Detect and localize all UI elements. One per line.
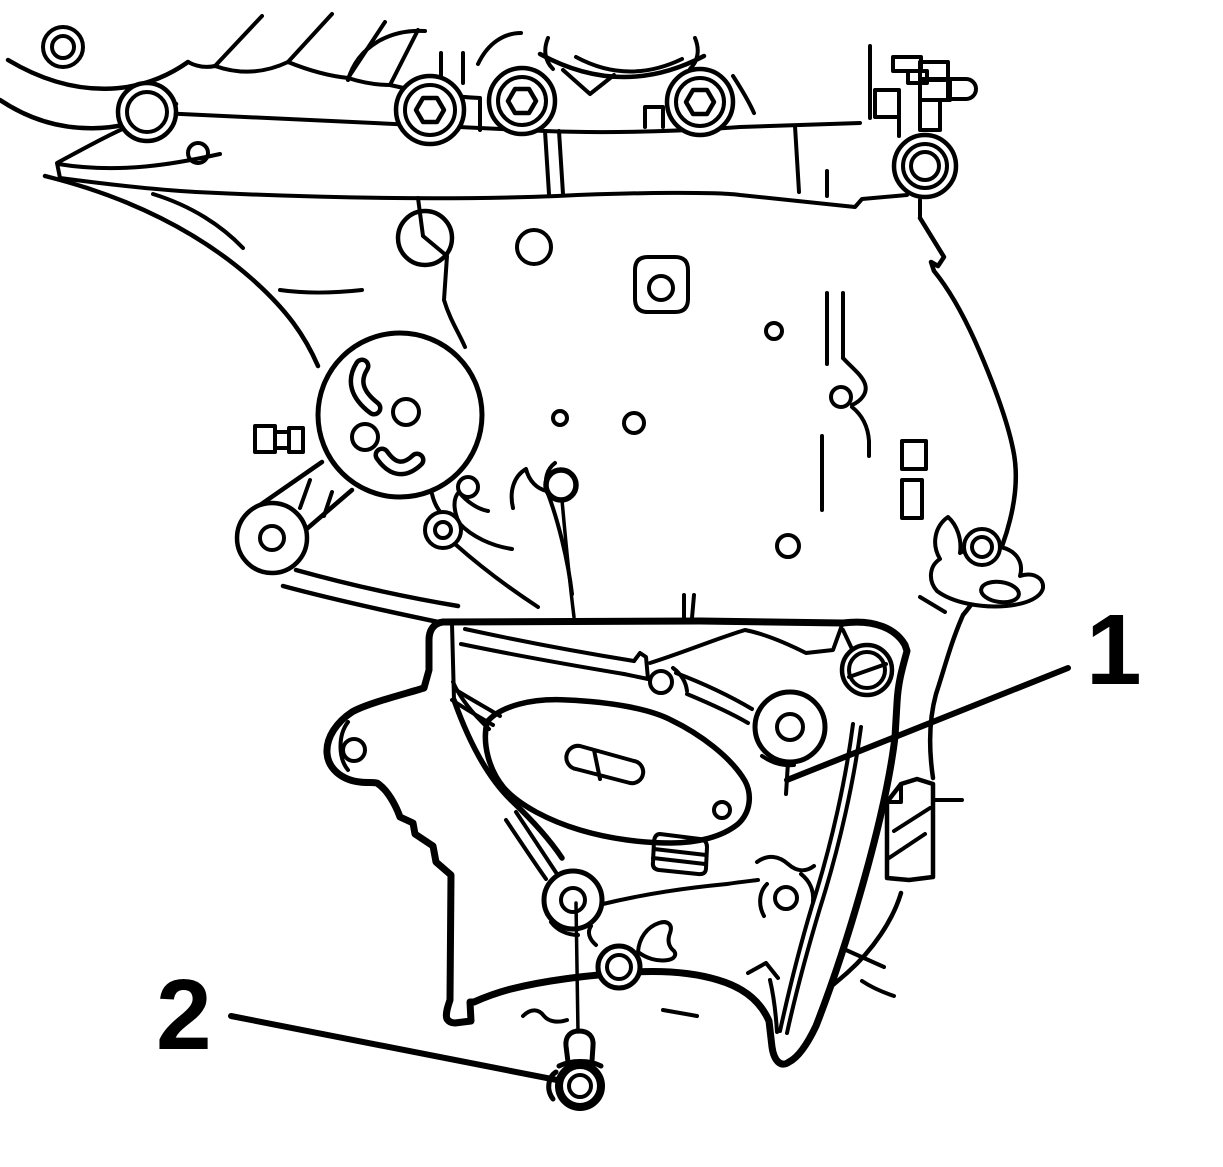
front-cover-bolt (546, 901, 605, 1111)
callout-2: 2 (156, 959, 560, 1083)
callout-2-label: 2 (156, 959, 212, 1071)
bracket-roller (234, 500, 310, 576)
block-hole (515, 228, 553, 266)
socket-bolt-icon (393, 73, 467, 147)
ribbed-pad (650, 832, 709, 877)
flywheel-housing (0, 12, 482, 369)
cover-ear-hole (773, 885, 799, 911)
callout-1: 1 (784, 594, 1142, 783)
block-hole (395, 208, 455, 268)
cover-hole (648, 669, 674, 695)
socket-bolt-icon (486, 65, 558, 137)
callout-1-leader (784, 665, 1071, 783)
side-bolt-icon (253, 424, 277, 454)
engine-right-outline (796, 215, 1045, 1014)
socket-bolt-icon (664, 66, 736, 138)
callout-2-leader (228, 1013, 560, 1083)
cover-screw-icon (839, 642, 895, 698)
bolt-head-icon (555, 1061, 605, 1111)
head-bolts (346, 28, 756, 147)
engine-front-cover (323, 617, 911, 1068)
beam-hole (186, 141, 210, 165)
block-boss (633, 255, 690, 314)
tensioner-roller (962, 527, 1002, 567)
tensioner-bracket (900, 439, 1045, 614)
small-roller (423, 510, 463, 550)
top-right-bracket (868, 44, 978, 138)
casting-notch (643, 105, 665, 129)
beam-end-bolt-icon (115, 80, 179, 144)
pump-housing-bulge (482, 696, 753, 846)
cover-outline (323, 617, 911, 1068)
engine-block-face (395, 196, 871, 622)
pump-pulley-assembly (234, 330, 540, 626)
cover-ear-hole (341, 737, 367, 763)
washer-bolt-icon (891, 132, 959, 220)
callout-1-label: 1 (1086, 594, 1142, 706)
casting-lug (586, 920, 678, 991)
